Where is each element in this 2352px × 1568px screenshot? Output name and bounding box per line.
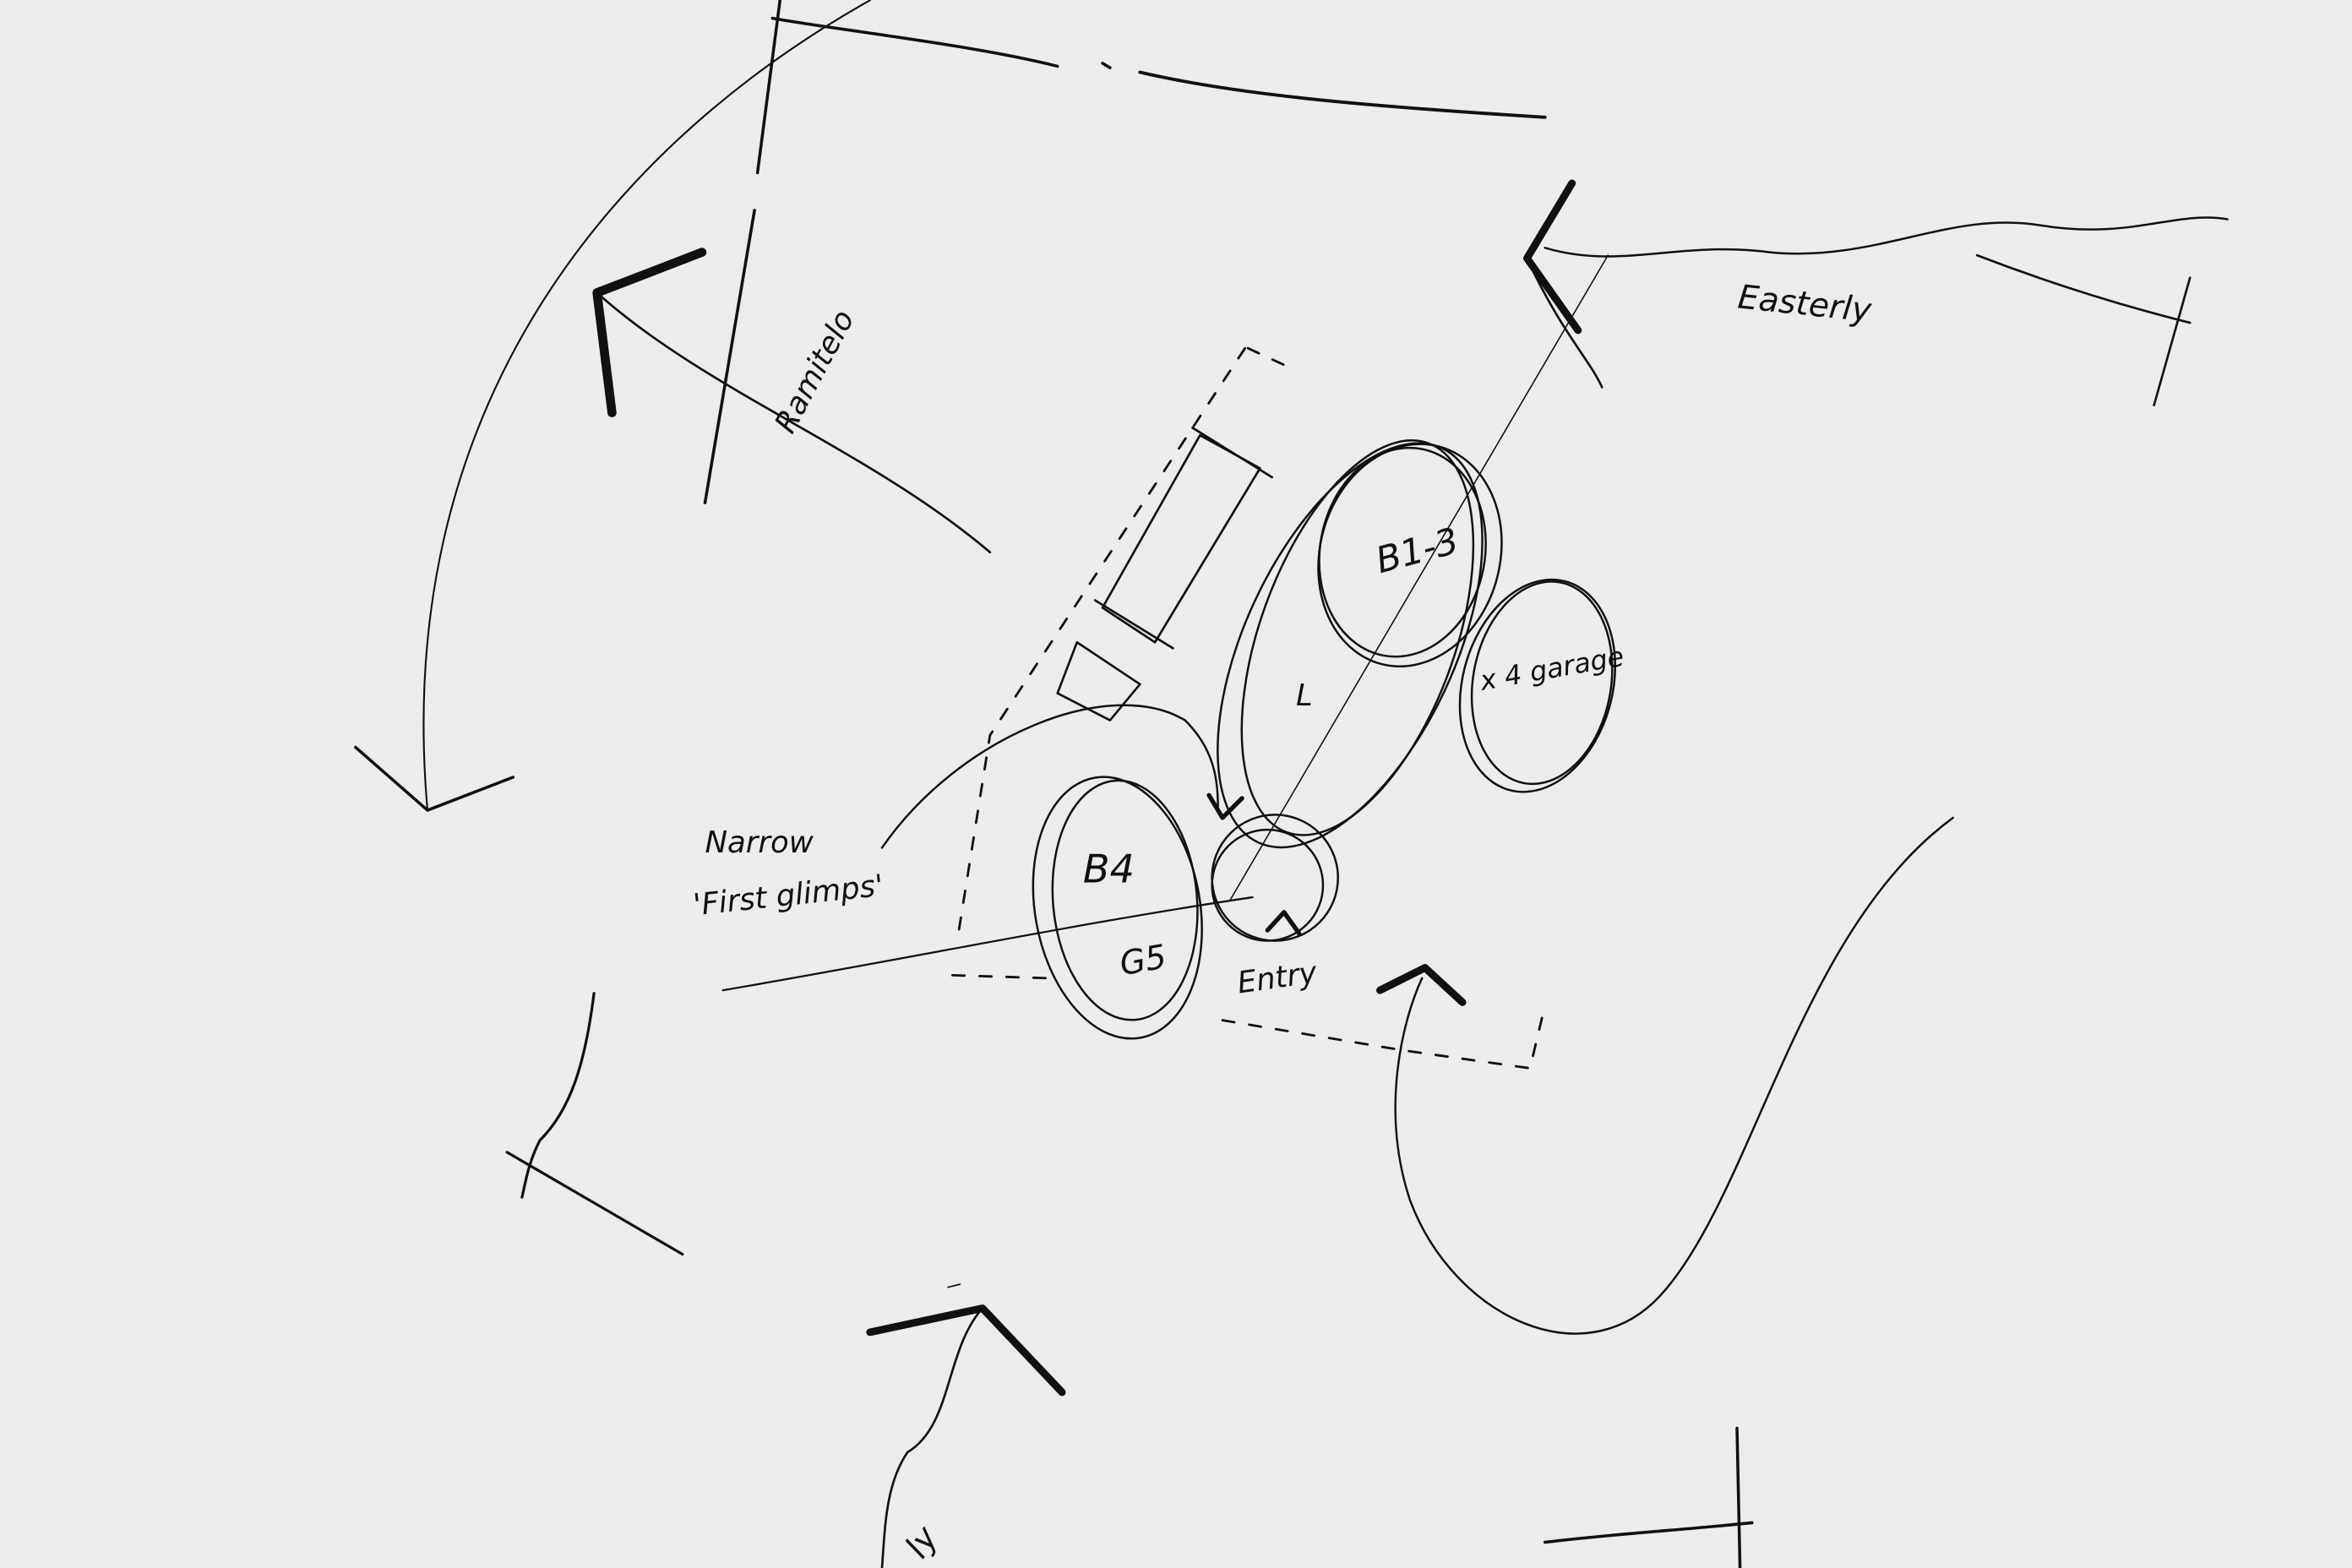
label-entry: Entry: [1235, 956, 1320, 1001]
label-bedroom-4: B4: [1083, 846, 1135, 891]
arc-arrowhead: [354, 745, 514, 812]
east-approach-arrowhead-icon: [1376, 964, 1467, 1006]
approach-arrowhead-icon: [1206, 792, 1244, 820]
sweep-arc-west: [422, 0, 871, 812]
bubble-garage: [1458, 578, 1617, 793]
label-east-wind: Easterly: [1736, 278, 1874, 329]
first-glimpse-sightline: [721, 896, 1254, 992]
site-boundary-southeast: [1544, 1426, 1754, 1568]
label-bedrooms-1-3: B1-3: [1371, 520, 1462, 582]
site-boundary-top: [703, 0, 1547, 504]
bubble-entry: [1211, 814, 1339, 942]
label-living: L: [1296, 678, 1313, 713]
label-south-wind: ly: [898, 1519, 946, 1565]
east-wind-arrow-icon: [1523, 179, 2229, 407]
bubble-b4: [1032, 776, 1203, 1040]
site-boundary-southwest: [505, 992, 684, 1256]
west-wind-arrow-icon: [592, 248, 992, 554]
label-garage: x 4 garage: [1477, 640, 1626, 697]
south-wind-arrow-icon: [866, 1283, 1066, 1568]
label-guest: G5: [1117, 938, 1169, 983]
label-narrow: Narrow: [705, 825, 814, 860]
view-axis-line: [1229, 254, 1609, 901]
label-west-wind: Ramitelo: [768, 304, 861, 438]
driveway-parking: [1056, 426, 1273, 721]
approach-path: [880, 704, 1219, 849]
east-approach-loop: [1394, 816, 1954, 1335]
label-first-glimpse: 'First glimps': [692, 868, 885, 923]
site-boundary-dashed: [951, 346, 1547, 1070]
entry-arrow-icon: [1265, 910, 1302, 936]
